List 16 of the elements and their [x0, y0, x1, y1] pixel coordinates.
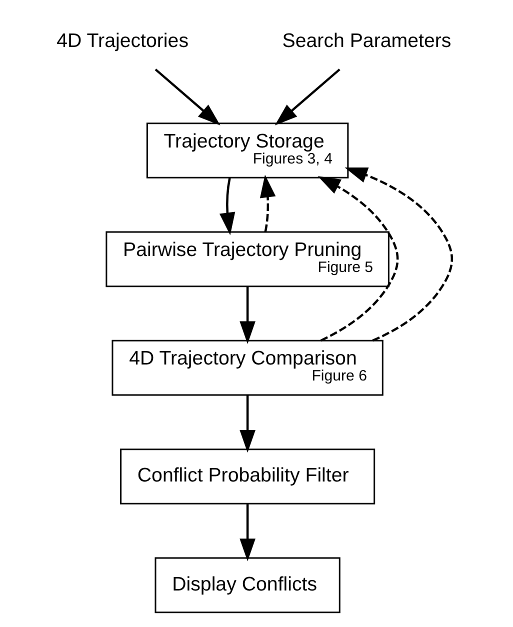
arrow [317, 176, 398, 342]
node-box: 4D Trajectory Comparison Figure 6 [111, 340, 383, 396]
arrow [239, 504, 255, 562]
node-box: Conflict Probability Filter [120, 448, 375, 504]
node-text: 4D Trajectories [56, 30, 188, 52]
node-box: Display Conflicts [154, 557, 340, 614]
arrow [239, 286, 255, 344]
node-box: Pairwise Trajectory Pruning Figure 5 [105, 231, 389, 288]
arrow [218, 178, 235, 236]
arrow [239, 395, 255, 453]
arrow [344, 168, 453, 342]
node-box: Trajectory Storage Figures 3, 4 [146, 122, 348, 178]
arrow [274, 68, 340, 126]
arrow [154, 68, 220, 126]
arrow [259, 174, 276, 232]
node-text: Search Parameters [282, 30, 451, 52]
